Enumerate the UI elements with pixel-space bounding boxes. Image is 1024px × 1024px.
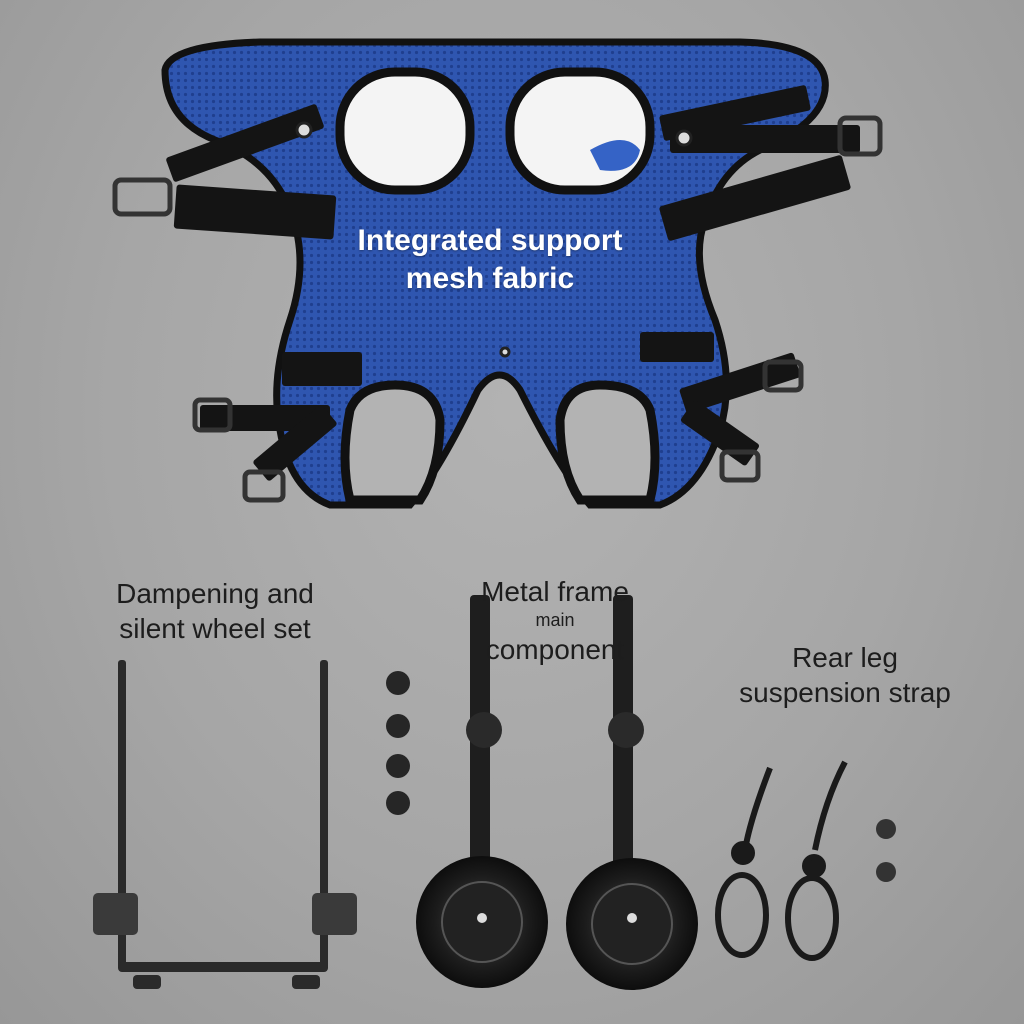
frame-label: Metal frame main component (430, 574, 680, 667)
mesh-harness (112, 38, 883, 509)
wheel-assembly-left (416, 595, 548, 988)
wheel-label-line2: silent wheel set (119, 613, 311, 644)
strap-label-line1: Rear leg (792, 642, 898, 673)
frame-clamp-left (93, 893, 138, 935)
mesh-label-line2: mesh fabric (405, 262, 575, 295)
wheel-set-label: Dampening and silent wheel set (90, 576, 340, 646)
frame-label-line2: main (535, 610, 575, 630)
strap-label: Rear leg suspension strap (700, 640, 990, 710)
wheel-assembly-right (566, 595, 698, 990)
wheel-label-line1: Dampening and (116, 578, 314, 609)
metal-balls (876, 819, 896, 882)
front-leg-hole-left (335, 67, 475, 195)
mesh-label-line1: Integrated support (357, 224, 623, 257)
rear-leg-hole-left (340, 380, 445, 505)
buckles (112, 115, 883, 503)
rear-leg-hole-right (555, 380, 660, 505)
knob-set (386, 671, 410, 815)
frame-clamp-right (312, 893, 357, 935)
frame-label-line1: Metal frame (481, 576, 629, 607)
grommets (295, 121, 693, 358)
front-leg-hole-right (505, 67, 655, 195)
u-frame (93, 660, 357, 989)
strap-label-line2: suspension strap (739, 677, 951, 708)
frame-label-line3: component (485, 633, 625, 665)
suspension-straps (715, 760, 848, 961)
mesh-fabric-label: Integrated support mesh fabric (300, 222, 680, 298)
